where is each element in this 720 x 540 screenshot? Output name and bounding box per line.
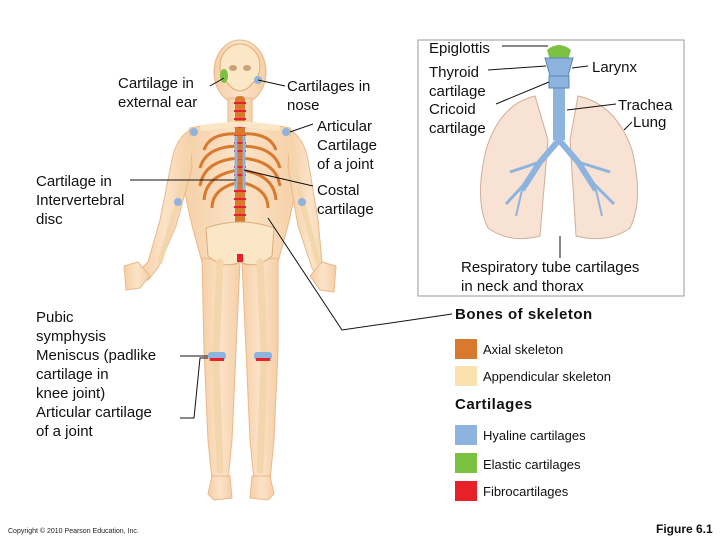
- intervertebral-disc: [234, 134, 246, 136]
- figure-number: Figure 6.1: [656, 522, 713, 536]
- legend-bones-heading: Bones of skeleton: [455, 306, 593, 323]
- larynx-cartilages: [544, 45, 574, 89]
- label-intervertebral: Cartilage in Intervertebral disc: [36, 173, 125, 228]
- intervertebral-disc: [234, 206, 246, 208]
- elbow-cartilage: [174, 128, 306, 206]
- copyright-text: Copyright © 2010 Pearson Education, Inc.: [8, 528, 139, 535]
- intervertebral-disc: [234, 110, 246, 112]
- swatch-elastic: [455, 453, 477, 473]
- legend-hyaline: Hyaline cartilages: [483, 428, 586, 443]
- label-external-ear: Cartilage in external ear: [118, 75, 198, 111]
- legend-cartilages-heading: Cartilages: [455, 396, 533, 413]
- intervertebral-disc: [234, 214, 246, 216]
- respiratory-panel-frame: [417, 39, 685, 297]
- intervertebral-disc: [234, 118, 246, 120]
- skull: [219, 43, 261, 92]
- arm-bones: [157, 129, 321, 265]
- leg-bones: [212, 258, 268, 474]
- intervertebral-disc: [234, 142, 246, 144]
- knee-cartilage: [208, 352, 272, 361]
- label-lower-left: Pubic symphysis Meniscus (padlike cartil…: [36, 309, 157, 440]
- legend-elastic: Elastic cartilages: [483, 457, 581, 472]
- lungs: [480, 95, 638, 240]
- legend-fibro: Fibrocartilages: [483, 484, 569, 499]
- intervertebral-disc: [234, 198, 246, 200]
- trachea-bronchi: [504, 88, 616, 217]
- legend-axial: Axial skeleton: [483, 342, 564, 357]
- swatch-axial: [455, 339, 477, 359]
- intervertebral-disc: [234, 102, 246, 104]
- label-costal: Costal cartilage: [317, 182, 374, 218]
- label-epiglottis: Epiglottis: [429, 40, 490, 57]
- intervertebral-disc: [234, 174, 246, 176]
- label-cricoid: Cricoid cartilage: [429, 101, 486, 137]
- swatch-appendicular: [455, 366, 477, 386]
- label-nose: Cartilages in nose: [287, 78, 371, 114]
- intervertebral-disc: [234, 150, 246, 152]
- label-thyroid: Thyroid cartilage: [429, 64, 486, 100]
- leader-lines-body: [130, 77, 453, 419]
- intervertebral-disc: [234, 190, 246, 192]
- label-lung: Lung: [633, 114, 667, 131]
- intervertebral-disc: [234, 166, 246, 168]
- legend-appendicular: Appendicular skeleton: [483, 369, 611, 384]
- clavicles: [199, 121, 281, 131]
- swatch-fibro: [455, 481, 477, 501]
- leader-lines-respiratory: [487, 45, 633, 258]
- label-trachea: Trachea: [618, 97, 673, 114]
- swatch-hyaline: [455, 425, 477, 445]
- ear-cartilage-mark: [220, 69, 228, 83]
- label-articular-upper: Articular Cartilage of a joint: [317, 118, 378, 173]
- label-respiratory-caption: Respiratory tube cartilages in neck and …: [461, 259, 640, 295]
- label-larynx: Larynx: [592, 59, 638, 76]
- pubic-symphysis-mark: [237, 254, 243, 262]
- costal-cartilage: [234, 136, 246, 190]
